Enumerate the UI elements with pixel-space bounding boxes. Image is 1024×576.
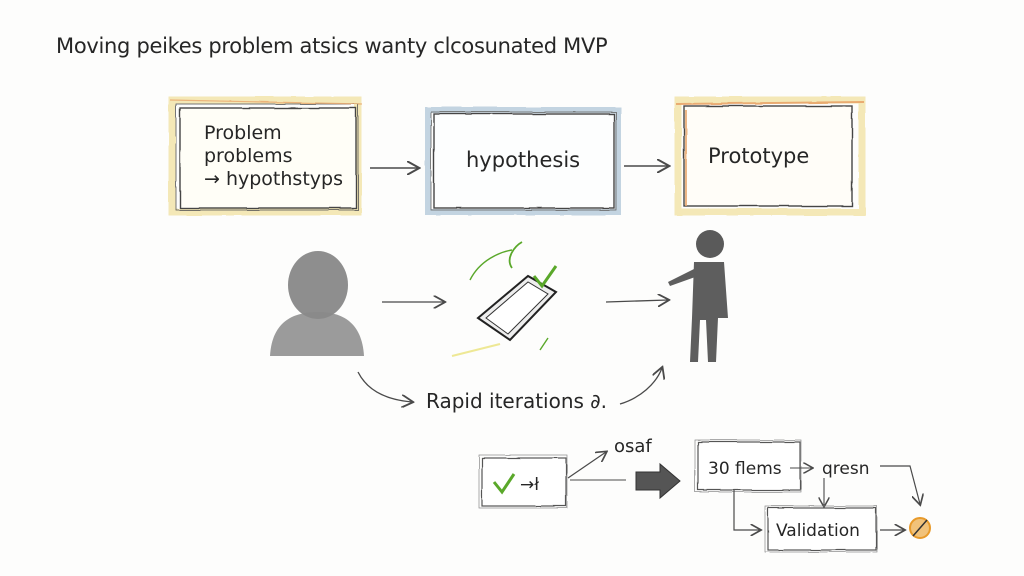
- validation-box: [764, 505, 878, 553]
- flems-label: 30 flems: [708, 459, 782, 479]
- problem-line-1: Problem: [204, 122, 282, 144]
- diagram-title: Moving peikes problem atsics wanty clcos…: [56, 34, 608, 58]
- prototype-box: [674, 96, 866, 216]
- arrow-loop-left: [357, 371, 412, 402]
- osaf-label: osaf: [614, 436, 652, 457]
- validation-label: Validation: [776, 521, 860, 541]
- hypothesis-box-text: hypothesis: [466, 148, 581, 172]
- user-figure-right: [668, 230, 728, 362]
- check-icon: [492, 473, 516, 495]
- problem-line-2: problems: [204, 144, 293, 167]
- arrow-loop-right: [619, 368, 662, 405]
- prototype-box-text: Prototype: [708, 144, 810, 168]
- problem-line-3: → hypothstyps: [204, 167, 343, 190]
- problem-box: [168, 96, 363, 216]
- orange-circle-icon: [909, 517, 931, 539]
- problem-box-text: Problem problems → hypothstyps: [204, 122, 343, 190]
- check-box: [478, 454, 568, 509]
- fat-arrow-icon: [635, 462, 681, 500]
- user-figure-left: [270, 251, 364, 356]
- hypothesis-box: [425, 107, 621, 215]
- phone-sketch: [451, 241, 558, 357]
- check-icon-phone: [532, 265, 558, 289]
- arrow-check-to-validation: [733, 490, 760, 530]
- check-arrow-label: →ł: [520, 475, 539, 495]
- arrow-phone-to-prototype-user: [605, 300, 668, 302]
- qresn-label: qresn: [822, 459, 870, 479]
- arrow-check-to-osaf: [567, 452, 606, 479]
- rapid-iterations-label: Rapid iterations ∂.: [426, 389, 607, 413]
- arrow-to-orange-circle: [880, 465, 920, 504]
- flems-box: [694, 439, 802, 493]
